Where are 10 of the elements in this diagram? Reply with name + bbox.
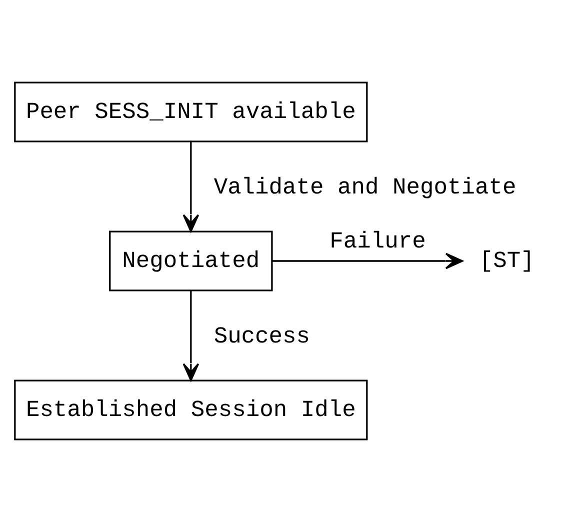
node-box: Negotiated	[109, 230, 273, 292]
edge-label: Success	[214, 323, 310, 350]
node-box: Peer SESS_INIT available	[14, 82, 368, 142]
edge-label: Failure	[330, 228, 426, 254]
arrow	[182, 290, 200, 382]
node-text: [ST]	[479, 248, 534, 274]
arrow	[272, 252, 464, 270]
edge-label: Validate and Negotiate	[214, 174, 516, 200]
arrow	[182, 142, 200, 232]
node-box: Established Session Idle	[14, 380, 368, 440]
